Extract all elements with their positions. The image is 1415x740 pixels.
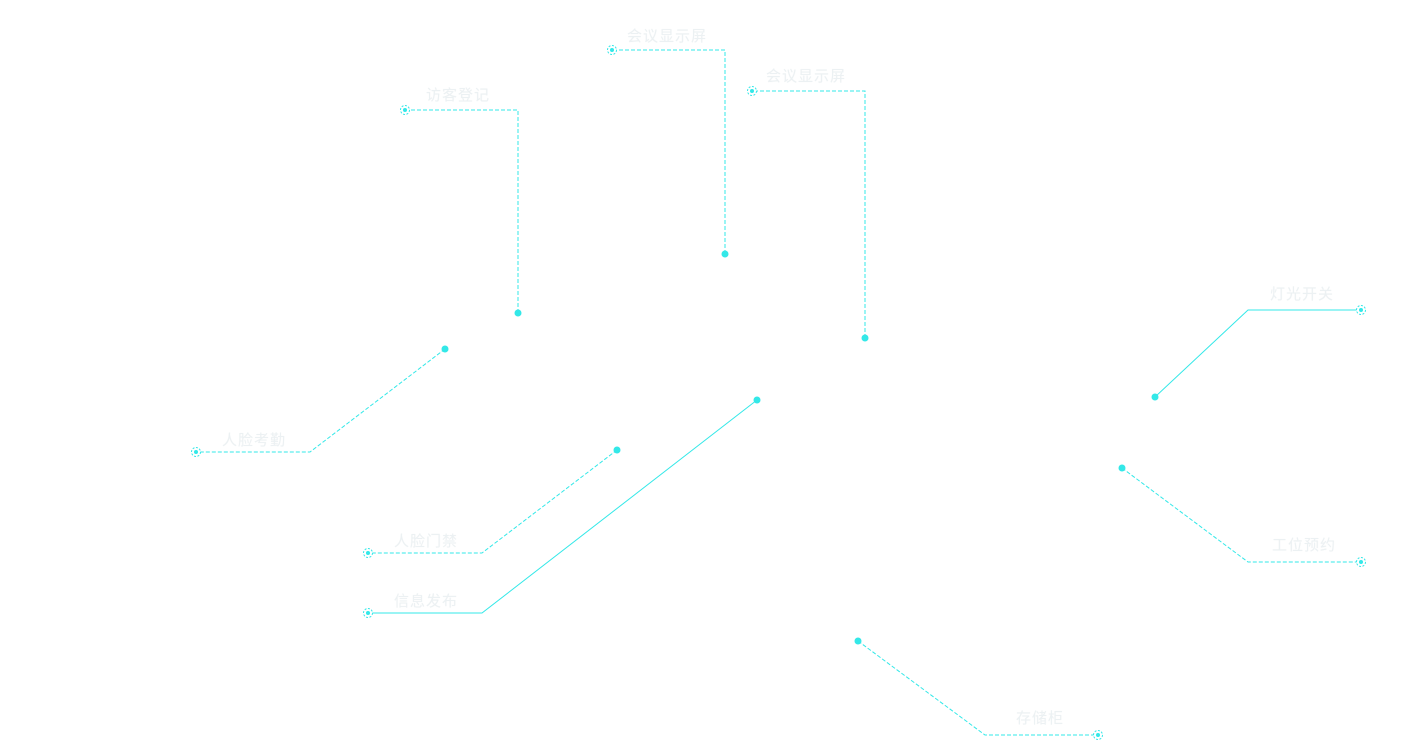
label-storage-cabinet: 存储柜 <box>1016 709 1065 727</box>
callout-meeting-display-1 <box>607 45 729 258</box>
label-meeting-display-2: 会议显示屏 <box>766 67 847 85</box>
target-center-dot <box>366 551 370 555</box>
callout-workstation-booking <box>1118 464 1366 567</box>
anchor-dot <box>441 345 449 353</box>
anchor-dot <box>854 637 862 645</box>
label-face-attendance: 人脸考勤 <box>222 431 287 449</box>
target-center-dot <box>750 89 754 93</box>
anchor-dot <box>1118 464 1126 472</box>
target-center-dot <box>1359 560 1363 564</box>
callout-storage-cabinet <box>854 637 1103 740</box>
target-center-dot <box>1359 308 1363 312</box>
leader-line <box>1154 309 1361 398</box>
leader-line <box>1121 467 1361 563</box>
leader-line <box>196 348 446 453</box>
target-center-dot <box>1096 733 1100 737</box>
leader-line <box>752 90 866 338</box>
target-center-dot <box>610 48 614 52</box>
leader-line <box>368 399 758 614</box>
label-info-release: 信息发布 <box>394 592 459 610</box>
leader-line <box>857 640 1098 736</box>
label-meeting-display-1: 会议显示屏 <box>627 27 708 45</box>
label-face-gate: 人脸门禁 <box>394 532 459 550</box>
leader-line <box>612 49 726 254</box>
callout-face-attendance <box>191 345 449 457</box>
target-center-dot <box>366 611 370 615</box>
callout-light-switch <box>1151 305 1366 401</box>
anchor-dot <box>514 309 522 317</box>
anchor-dot <box>613 446 621 454</box>
callout-visitor-register <box>400 105 522 317</box>
label-light-switch: 灯光开关 <box>1270 285 1335 303</box>
callout-face-gate <box>363 446 621 558</box>
anchor-dot <box>753 396 761 404</box>
anchor-dot <box>1151 393 1159 401</box>
leader-line <box>368 449 618 554</box>
anchor-dot <box>861 334 869 342</box>
leader-line <box>405 109 519 313</box>
callout-meeting-display-2 <box>747 86 869 342</box>
target-center-dot <box>194 450 198 454</box>
anchor-dot <box>721 250 729 258</box>
label-workstation-booking: 工位预约 <box>1272 536 1337 554</box>
target-center-dot <box>403 108 407 112</box>
label-visitor-register: 访客登记 <box>426 86 491 104</box>
callout-info-release <box>363 396 761 618</box>
